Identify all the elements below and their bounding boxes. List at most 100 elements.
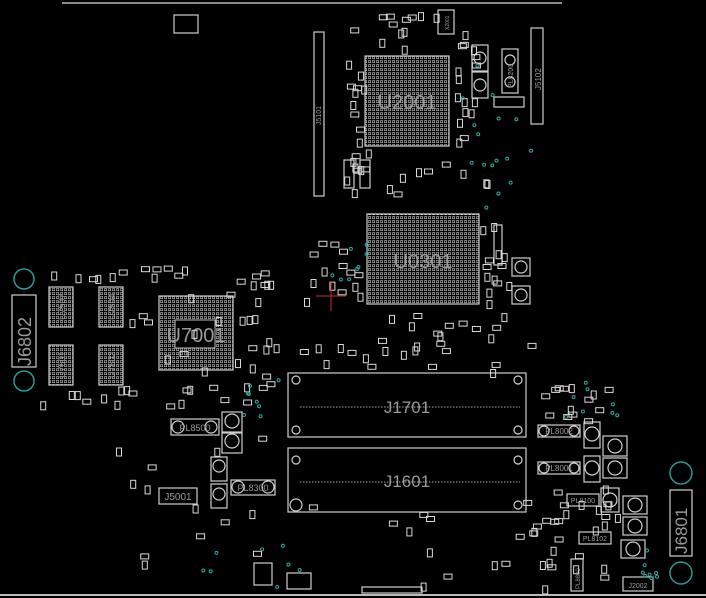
- chip-u7502[interactable]: U7502: [98, 344, 124, 386]
- label-j1701: J1701: [384, 398, 430, 417]
- passive-part: [400, 350, 407, 360]
- passive-part: [140, 553, 150, 560]
- passive-part: [344, 176, 351, 186]
- passive-part: [424, 168, 433, 175]
- passive-part: [365, 149, 372, 159]
- label-u7504: U7504: [107, 293, 117, 320]
- passive-part: [605, 501, 612, 511]
- via: [460, 96, 465, 101]
- passive-part: [357, 292, 364, 302]
- passive-part: [480, 226, 487, 236]
- passive-part: [595, 505, 602, 515]
- passive-part: [174, 272, 184, 279]
- via: [580, 409, 585, 414]
- passive-part: [385, 13, 395, 20]
- connector-j5001[interactable]: J5001: [158, 487, 198, 505]
- passive-part: [412, 346, 419, 356]
- passive-part: [164, 355, 171, 365]
- passive-part: [550, 546, 557, 556]
- passive-part: [330, 241, 340, 248]
- passive-part: [461, 98, 468, 108]
- connector-j1601[interactable]: J1601: [287, 447, 527, 513]
- passive-part: [304, 297, 310, 307]
- passive-part: [147, 464, 157, 471]
- passive-part: [493, 280, 503, 287]
- via: [245, 391, 250, 396]
- passive-part: [433, 13, 440, 23]
- passive-part: [118, 386, 125, 396]
- via: [348, 246, 353, 251]
- connector-j6802[interactable]: J6802: [11, 268, 37, 392]
- vias: [201, 63, 659, 589]
- via: [610, 410, 615, 415]
- passive-part: [419, 511, 429, 518]
- inductor-pl8800[interactable]: PL8800: [570, 558, 584, 592]
- passive-part: [399, 173, 406, 183]
- via: [364, 252, 369, 256]
- passive-part: [124, 386, 131, 396]
- passive-part: [378, 14, 388, 21]
- inductor-pl8100[interactable]: PL8100: [566, 493, 600, 507]
- passive-part: [437, 332, 444, 342]
- passive-part: [264, 280, 271, 290]
- via: [490, 163, 495, 168]
- passive-part: [592, 526, 599, 536]
- passive-part: [352, 282, 359, 292]
- passive-part: [515, 533, 525, 540]
- via: [508, 180, 513, 185]
- passive-part: [554, 536, 564, 543]
- chip-u7504[interactable]: U7504: [98, 286, 124, 328]
- inductor-pl8102[interactable]: PL8102: [578, 531, 612, 545]
- inductor-pl8002[interactable]: PL8002: [537, 424, 581, 438]
- connector-j2002[interactable]: J2002: [622, 576, 654, 592]
- chip-u2001[interactable]: U2001: [364, 55, 450, 147]
- passive-part: [458, 320, 468, 327]
- passive-part: [179, 350, 189, 357]
- passive-part: [352, 88, 359, 98]
- inductor-pl8300[interactable]: PL8300: [230, 479, 276, 496]
- passive-part: [551, 386, 561, 393]
- crystal-x2001[interactable]: X2001: [437, 9, 455, 35]
- connector-j6801[interactable]: J6801: [669, 461, 693, 585]
- via: [201, 568, 206, 573]
- chip-u7507[interactable]: U7507: [48, 286, 74, 328]
- inductor-pl8200[interactable]: PL8200: [501, 48, 519, 94]
- label-u0301: U0301: [394, 251, 453, 273]
- via: [476, 132, 481, 137]
- connector-j1701[interactable]: J1701: [287, 372, 527, 438]
- connector-j5102[interactable]: J5102: [530, 27, 544, 125]
- passive-part: [486, 300, 493, 310]
- passive-part: [462, 31, 469, 41]
- label-j2002: J2002: [628, 583, 647, 590]
- passive-part: [602, 485, 609, 495]
- passive-part: [51, 271, 58, 281]
- passive-part: [74, 391, 81, 401]
- passive-part: [243, 399, 253, 406]
- passive-part: [321, 267, 328, 277]
- passive-part: [433, 330, 443, 337]
- inductor-pl8500[interactable]: PL8500: [170, 418, 220, 436]
- via: [364, 242, 369, 247]
- passive-part: [595, 407, 605, 414]
- inductor-pl8001[interactable]: PL8001: [537, 461, 581, 475]
- chip-u0301[interactable]: U0301: [366, 213, 480, 305]
- passive-part: [339, 248, 348, 255]
- chip-u7501[interactable]: U7501: [48, 344, 74, 386]
- passive-part: [462, 108, 469, 118]
- passive-part: [309, 251, 319, 258]
- label-pl8002: PL8002: [545, 427, 573, 436]
- via: [254, 399, 259, 404]
- passive-part: [527, 342, 537, 349]
- connector-j5101[interactable]: J5101: [313, 31, 325, 197]
- passive-part: [226, 291, 236, 298]
- chip-u7001[interactable]: U7001: [158, 295, 234, 371]
- passive-part: [601, 564, 608, 574]
- via: [242, 413, 246, 417]
- passive-part: [441, 161, 451, 168]
- passive-part: [178, 399, 185, 409]
- passive-part: [130, 479, 137, 489]
- passive-part: [337, 289, 347, 296]
- via: [248, 384, 252, 388]
